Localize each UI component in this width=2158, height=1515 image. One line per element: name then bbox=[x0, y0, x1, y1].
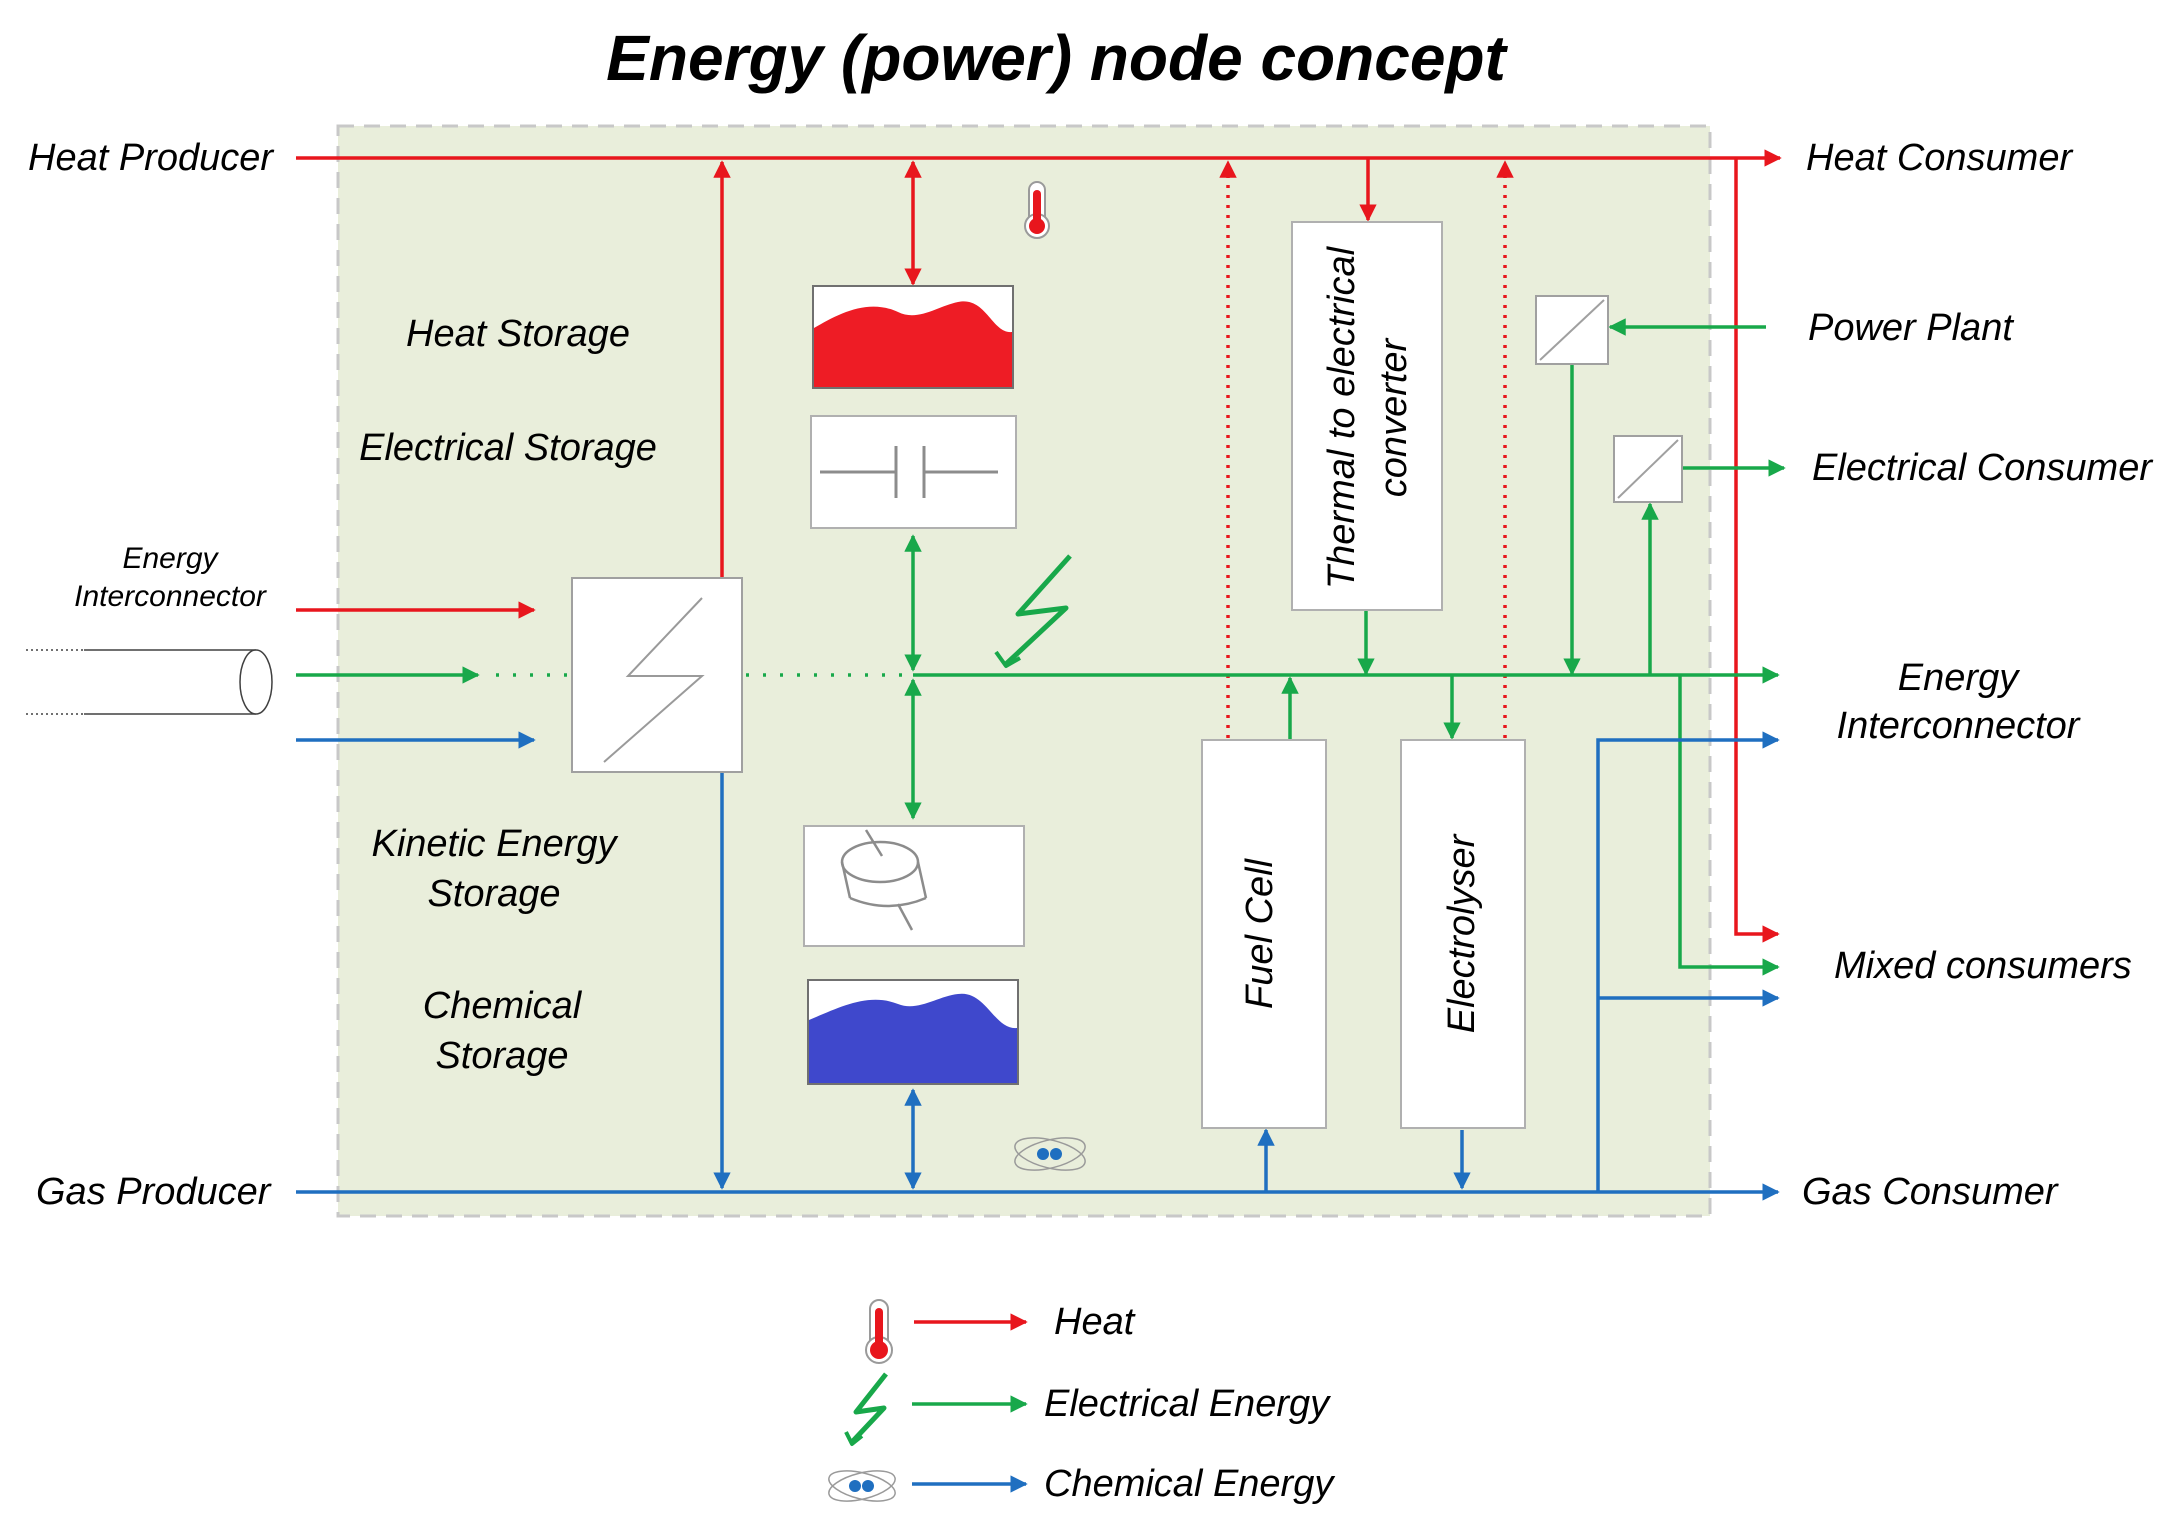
electrical-flows bbox=[296, 318, 1786, 976]
legend-electrical-label: Electrical Energy bbox=[1044, 1383, 1331, 1425]
electrical-consumer-label: Electrical Consumer bbox=[1812, 447, 2153, 489]
electrical-consumer-converter-icon bbox=[1613, 435, 1683, 503]
molecule-icon bbox=[1014, 1137, 1086, 1171]
electrical-to-mixed-consumers bbox=[1678, 675, 1780, 976]
energy-interconnector-in-label-line1: Energy bbox=[122, 542, 219, 575]
heat-storage-block bbox=[812, 285, 1014, 389]
interconnector-converter-block bbox=[571, 577, 743, 773]
capacitor-icon bbox=[820, 446, 998, 498]
electrical-storage-block bbox=[810, 415, 1017, 529]
heat-flows bbox=[296, 149, 1782, 943]
chemical-flows bbox=[296, 731, 1780, 1201]
power-plant-label: Power Plant bbox=[1808, 307, 2014, 349]
chemical-storage-fill bbox=[809, 993, 1017, 1083]
legend: Heat Electrical Energy Chemical Energy bbox=[828, 1299, 1335, 1505]
fuel-cell-block: Fuel Cell bbox=[1201, 739, 1327, 1129]
thermal-converter-label-line2: converter bbox=[1373, 337, 1415, 497]
energy-interconnector-in-label-line2: Interconnector bbox=[74, 580, 267, 613]
heat-producer-label: Heat Producer bbox=[28, 137, 274, 179]
gas-consumer-label: Gas Consumer bbox=[1802, 1171, 2059, 1213]
thermal-converter-label-line1: Thermal to electrical bbox=[1321, 245, 1363, 589]
heat-consumer-label: Heat Consumer bbox=[1806, 137, 2073, 179]
fuel-cell-label: Fuel Cell bbox=[1239, 857, 1281, 1008]
electrolyser-block: Electrolyser bbox=[1400, 739, 1526, 1129]
thermometer-icon bbox=[1024, 181, 1050, 239]
thermal-to-electrical-converter-block: Thermal to electrical converter bbox=[1291, 221, 1443, 611]
kinetic-storage-block bbox=[803, 825, 1025, 947]
kinetic-storage-label-line1: Kinetic Energy bbox=[371, 823, 618, 865]
lightning-bolt-icon bbox=[994, 554, 1072, 668]
flywheel-icon bbox=[840, 829, 928, 931]
energy-interconnector-out-label-line2: Interconnector bbox=[1837, 705, 2081, 747]
chemical-storage-block bbox=[807, 979, 1019, 1085]
heat-storage-fill bbox=[814, 301, 1012, 387]
power-plant-converter-icon bbox=[1535, 295, 1609, 365]
mixed-consumers-label: Mixed consumers bbox=[1834, 945, 2132, 987]
diagram-title: Energy (power) node concept bbox=[606, 22, 1508, 94]
legend-heat-label: Heat bbox=[1054, 1301, 1136, 1343]
pipe-icon bbox=[26, 649, 273, 715]
legend-chemical-label: Chemical Energy bbox=[1044, 1463, 1335, 1505]
chemical-storage-label-line1: Chemical bbox=[423, 985, 583, 1027]
chemical-storage-label-line2: Storage bbox=[435, 1035, 568, 1077]
heat-to-mixed-consumers bbox=[1734, 158, 1780, 943]
electrolyser-label: Electrolyser bbox=[1441, 833, 1483, 1033]
kinetic-storage-label-line2: Storage bbox=[427, 873, 560, 915]
electrical-storage-label: Electrical Storage bbox=[359, 427, 657, 469]
legend-lightning-bolt-icon bbox=[844, 1372, 888, 1446]
legend-molecule-icon bbox=[828, 1470, 896, 1502]
gas-producer-label: Gas Producer bbox=[36, 1171, 272, 1213]
legend-thermometer-icon bbox=[865, 1299, 893, 1364]
energy-interconnector-out-label-line1: Energy bbox=[1898, 657, 2020, 699]
gas-to-interconnector-out bbox=[1596, 731, 1780, 1192]
heat-storage-label: Heat Storage bbox=[406, 313, 630, 355]
